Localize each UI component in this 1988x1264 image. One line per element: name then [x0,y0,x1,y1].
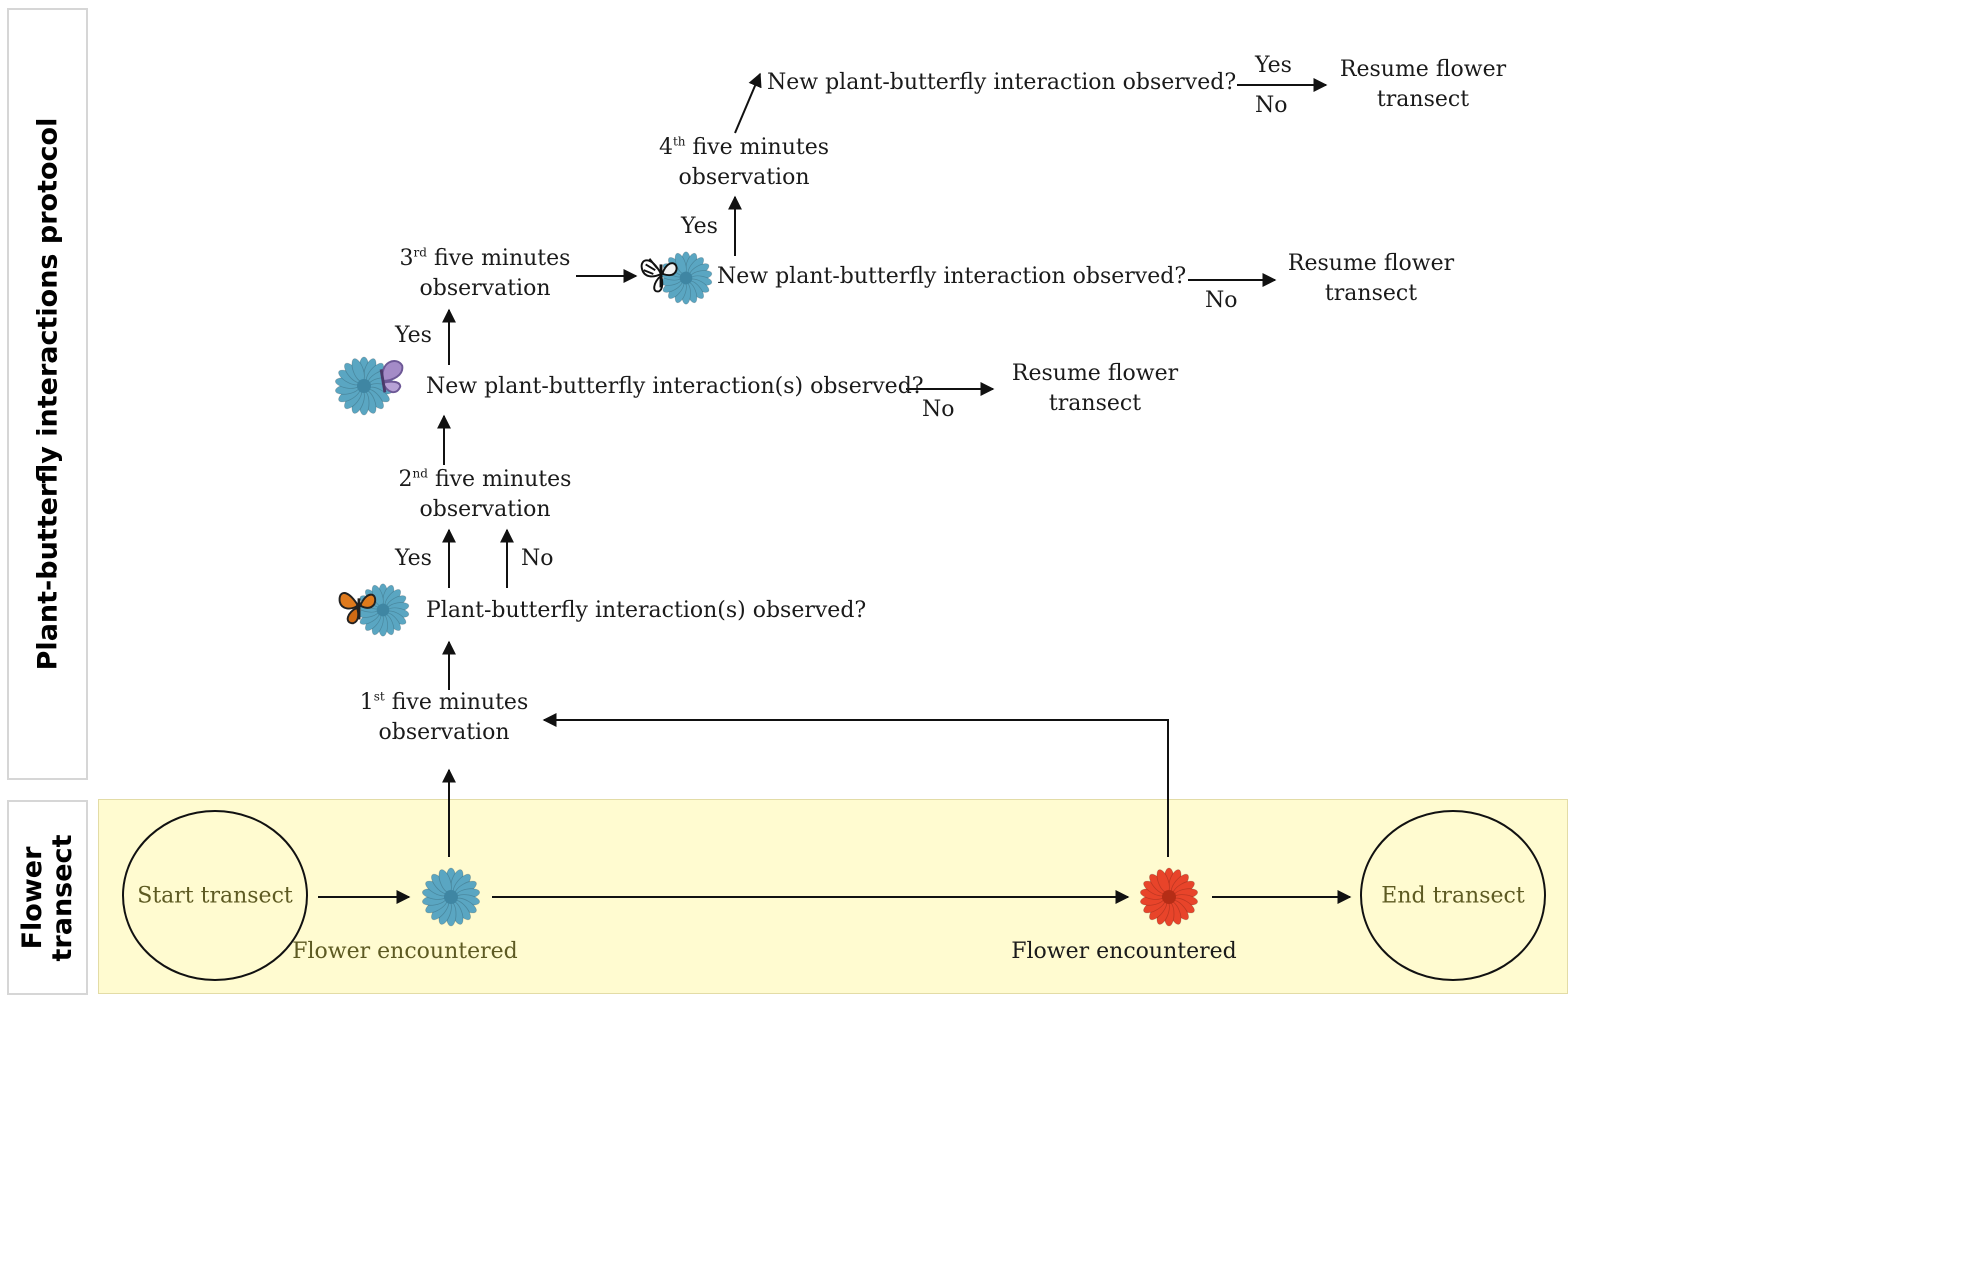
q2-yes-label: Yes [395,323,432,348]
q1-yes-label: Yes [395,546,432,571]
resume3-line2: transect [1324,281,1418,306]
black-white-butterfly-icon [640,258,678,293]
q3-no-label: No [1205,288,1238,313]
red-flower-icon [1140,867,1198,927]
q2-question: New plant-butterfly interaction(s) obser… [426,374,924,399]
resume4-line1: Resume flower [1339,57,1507,82]
q3-question: New plant-butterfly interaction observed… [717,264,1187,289]
resume2-line1: Resume flower [1011,361,1179,386]
obs1-number: 1 [359,690,374,715]
blue-flower-icon [422,867,480,927]
protocol-lane [7,8,88,780]
obs3-number: 3 [399,246,414,271]
obs4-line1: five minutes [685,135,830,160]
end-transect-label: End transect [1381,883,1525,908]
resume4-box: Resume flower transect [1340,55,1506,115]
transect-lane [7,800,88,995]
arrow-flower2-to-obs1 [542,713,1169,857]
obs1-ordinal: st [373,689,385,704]
obs2-line1: five minutes [427,467,572,492]
resume3-box: Resume flower transect [1288,249,1454,309]
start-transect-label: Start transect [137,883,293,908]
resume2-line2: transect [1048,391,1142,416]
obs2-box: 2nd five minutes observation [399,465,572,525]
flow-arrows [318,72,1352,904]
end-transect-node: End transect [1360,810,1546,981]
obs2-line2: observation [419,497,551,522]
start-transect-node: Start transect [122,810,308,981]
arrow-obs4-to-q4 [734,72,762,134]
q2-no-label: No [922,397,955,422]
obs4-number: 4 [658,135,673,160]
obs3-box: 3rd five minutes observation [400,244,571,304]
q1-no-label: No [521,546,554,571]
obs3-line2: observation [419,276,551,301]
obs3-line1: five minutes [426,246,571,271]
obs1-line2: observation [378,720,510,745]
flower-encountered-label-2: Flower encountered [1011,939,1237,964]
obs4-line2: observation [678,165,810,190]
obs2-number: 2 [398,467,413,492]
resume3-line1: Resume flower [1287,251,1455,276]
blue-flower-icon [356,583,410,637]
q4-yes-label: Yes [1255,53,1292,78]
obs3-ordinal: rd [413,245,427,260]
flower-encountered-label-1: Flower encountered [292,939,518,964]
resume2-box: Resume flower transect [1012,359,1178,419]
q3-yes-label: Yes [681,214,718,239]
purple-butterfly-icon [379,360,404,394]
obs1-line1: five minutes [384,690,529,715]
obs4-ordinal: th [672,134,686,149]
monarch-butterfly-icon [338,592,377,625]
obs1-box: 1st five minutes observation [360,688,528,748]
resume4-line2: transect [1376,87,1470,112]
q1-question: Plant-butterfly interaction(s) observed? [426,598,867,623]
obs4-box: 4th five minutes observation [659,133,829,193]
obs2-ordinal: nd [412,466,428,481]
q4-no-label: No [1255,93,1288,118]
q4-question: New plant-butterfly interaction observed… [767,70,1237,95]
